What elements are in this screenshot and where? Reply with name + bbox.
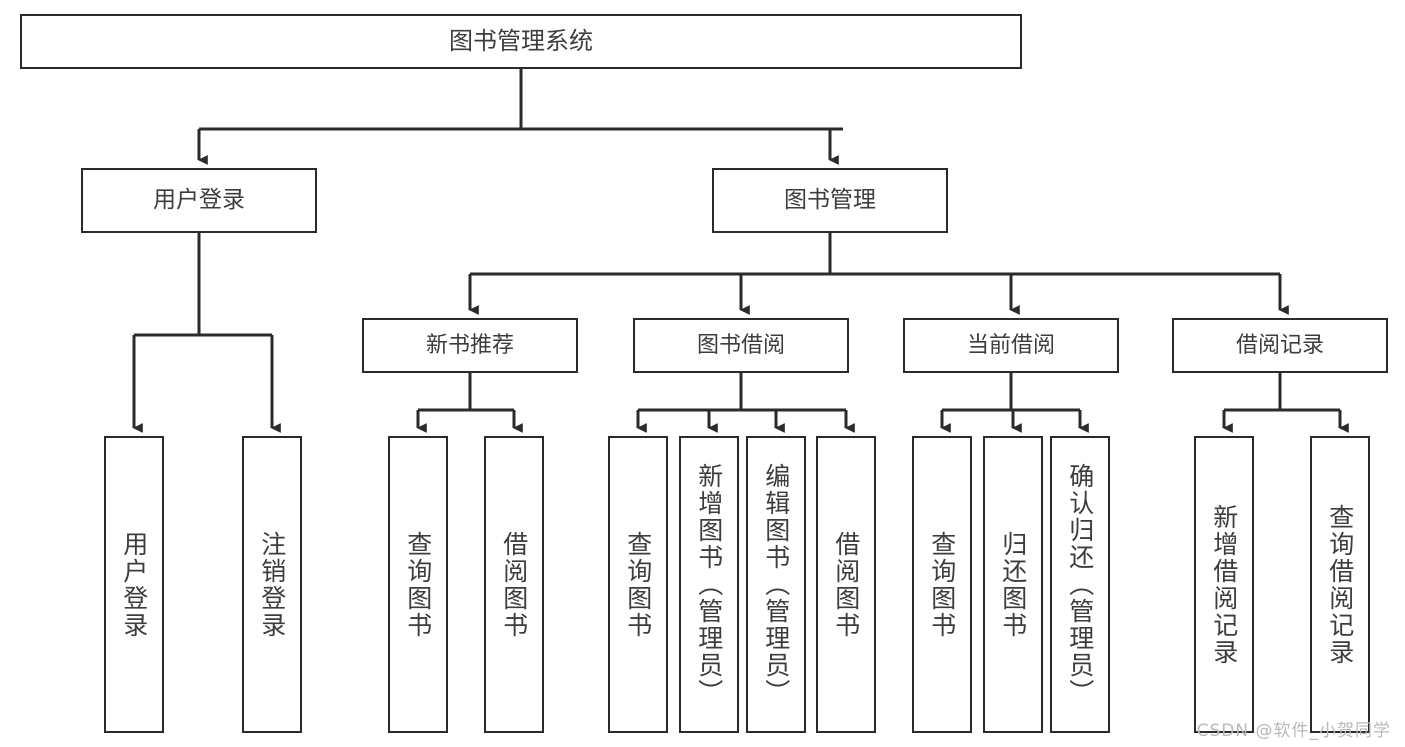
leaf-logout-login[interactable]: 注销登录 bbox=[242, 436, 302, 733]
leaf-user-login[interactable]: 用户登录 bbox=[104, 436, 164, 733]
node-borrow-record[interactable]: 借阅记录 bbox=[1172, 318, 1388, 373]
leaf-borrow-book-newbook[interactable]: 借阅图书 bbox=[484, 436, 544, 733]
leaf-edit-book-admin[interactable]: 编辑图书（管理员） bbox=[746, 436, 806, 733]
leaf-query-book-current[interactable]: 查询图书 bbox=[912, 436, 972, 733]
leaf-return-book[interactable]: 归还图书 bbox=[983, 436, 1043, 733]
node-current-borrow[interactable]: 当前借阅 bbox=[903, 318, 1119, 373]
leaf-borrow-book[interactable]: 借阅图书 bbox=[816, 436, 876, 733]
leaf-add-book-admin[interactable]: 新增图书（管理员） bbox=[679, 436, 739, 733]
leaf-query-book-borrow[interactable]: 查询图书 bbox=[608, 436, 668, 733]
leaf-query-book-newbook[interactable]: 查询图书 bbox=[388, 436, 448, 733]
node-book-borrow[interactable]: 图书借阅 bbox=[633, 318, 849, 373]
leaf-add-borrow-record[interactable]: 新增借阅记录 bbox=[1194, 436, 1254, 733]
node-root[interactable]: 图书管理系统 bbox=[20, 14, 1022, 69]
node-new-book-recommend[interactable]: 新书推荐 bbox=[362, 318, 578, 373]
leaf-query-borrow-record[interactable]: 查询借阅记录 bbox=[1310, 436, 1370, 733]
node-book-management[interactable]: 图书管理 bbox=[712, 168, 948, 233]
node-user-login[interactable]: 用户登录 bbox=[81, 168, 317, 233]
leaf-confirm-return-admin[interactable]: 确认归还（管理员） bbox=[1050, 436, 1110, 733]
csdn-watermark: CSDN @软件_小贺同学 bbox=[1196, 721, 1391, 741]
